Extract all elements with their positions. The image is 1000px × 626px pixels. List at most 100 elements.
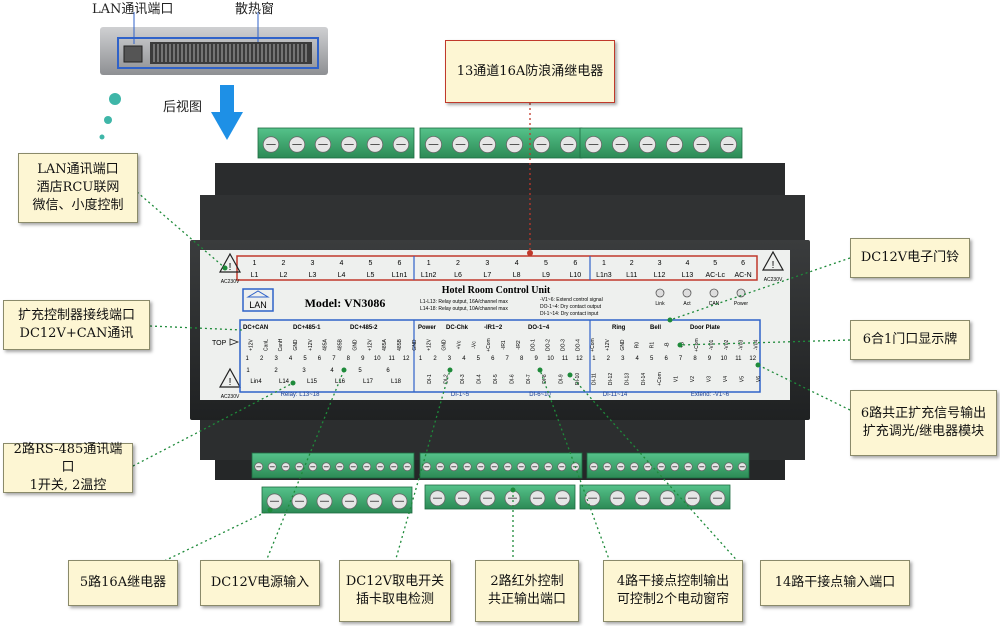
bottom-terminal-block-2 bbox=[419, 452, 583, 479]
svg-text:!: ! bbox=[772, 260, 775, 271]
mid-pin-label: DO-1 bbox=[531, 339, 537, 351]
bottom-terminal-block-4 bbox=[261, 486, 413, 514]
top-pin-number: 5 bbox=[544, 260, 548, 267]
bottom-relay-label: L18 bbox=[391, 379, 402, 385]
line-doorplate bbox=[679, 339, 851, 346]
mid-pin-number: 7 bbox=[679, 356, 683, 362]
bottom-pin-number: 4 bbox=[330, 368, 334, 374]
callout-dry14: 14路干接点输入端口 bbox=[760, 560, 910, 606]
callout-lan: LAN通讯端口 酒店RCU联网 微信、小度控制 bbox=[18, 153, 138, 223]
bottom-di-label: V1 bbox=[674, 376, 680, 382]
mid-pin-label: +Vc bbox=[456, 340, 462, 349]
led-icon bbox=[709, 288, 719, 298]
legend-left-2: L14-18: Relay output, 10A/channel max bbox=[420, 306, 508, 312]
line-dimming bbox=[757, 364, 851, 411]
callout-dry4: 4路干接点控制输出 可控制2个电动窗帘 bbox=[603, 560, 743, 622]
top-relay-label: L1n1 bbox=[392, 272, 408, 279]
line-card bbox=[394, 369, 451, 563]
top-terminal-block-1 bbox=[257, 127, 415, 159]
mid-pin-number: 8 bbox=[347, 356, 351, 362]
mid-pin-number: 4 bbox=[289, 356, 293, 362]
rear-lan-label: LAN通讯端口 bbox=[92, 2, 174, 17]
top-relay-label: L10 bbox=[569, 272, 581, 279]
mid-pin-number: 4 bbox=[462, 356, 466, 362]
top-relay-label: L6 bbox=[454, 272, 462, 279]
bottom-relay-label: L14 bbox=[279, 379, 290, 385]
top-pin-number: 2 bbox=[282, 260, 286, 267]
callout-ext-port: 扩充控制器接线端口 DC12V+CAN通讯 bbox=[3, 300, 150, 350]
top-terminal-block-2-housing bbox=[419, 127, 583, 159]
mid-pin-label: DO-4 bbox=[575, 339, 581, 351]
mid-pin-number: 7 bbox=[506, 356, 510, 362]
mid-pin-label: -IR2 bbox=[516, 340, 522, 350]
top-pin-number: 2 bbox=[630, 260, 634, 267]
mid-pin-number: 2 bbox=[260, 356, 264, 362]
bottom-terminal-block-3-housing bbox=[586, 452, 750, 479]
bottom-terminal-block-6-housing bbox=[579, 484, 731, 510]
rear-view-caption: 后视图 bbox=[163, 100, 203, 115]
bottom-terminal-block-4-housing bbox=[261, 486, 413, 514]
mid-pin-number: 9 bbox=[534, 356, 538, 362]
down-arrow-icon bbox=[211, 85, 243, 140]
bottom-pin-number: 6 bbox=[386, 368, 390, 374]
bottom-relay-label: Lin4 bbox=[250, 379, 262, 385]
bottom-group-label: Extend: -V1~6 bbox=[691, 392, 730, 398]
legend-right-2: DO-1~4: Dry contact output bbox=[540, 304, 602, 310]
deco-dot-medium bbox=[104, 116, 112, 124]
device-title: Hotel Room Control Unit bbox=[442, 285, 551, 296]
bottom-pin-number: 1 bbox=[246, 368, 250, 374]
mid-pin-label: +Com bbox=[590, 338, 596, 351]
mid-pin-label: -V02 bbox=[724, 340, 730, 351]
warning-icon: ! AC230V bbox=[218, 252, 242, 285]
bottom-relay-label: L17 bbox=[363, 379, 374, 385]
rear-vent-label: 散热窗 bbox=[235, 2, 275, 17]
legend-left-1: L1-L13: Relay output, 16A/channel max bbox=[420, 299, 508, 305]
callout-card-switch: DC12V取电开关 插卡取电检测 bbox=[339, 560, 451, 622]
mid-pin-number: 12 bbox=[749, 356, 756, 362]
top-pin-number: 4 bbox=[340, 260, 344, 267]
legend-right-1: -V1~6: Extend control signal bbox=[540, 297, 603, 303]
top-pin-number: 2 bbox=[456, 260, 460, 267]
svg-text:!: ! bbox=[229, 262, 232, 273]
connector-dots bbox=[222, 265, 761, 513]
line-dry4 bbox=[539, 369, 611, 563]
mid-pin-number: 6 bbox=[664, 356, 668, 362]
mid-pin-label: 485B bbox=[338, 339, 344, 351]
svg-text:LAN: LAN bbox=[249, 300, 267, 310]
top-relay-label: L4 bbox=[338, 272, 346, 279]
top-pin-number: 3 bbox=[485, 260, 489, 267]
top-pin-number: 1 bbox=[427, 260, 431, 267]
mid-pin-label: 485B bbox=[397, 339, 403, 351]
mid-pin-number: 3 bbox=[274, 356, 278, 362]
top-relay-label: L5 bbox=[367, 272, 375, 279]
mid-pin-number: 1 bbox=[419, 356, 423, 362]
led-label: Act bbox=[683, 301, 691, 307]
top-relay-label: L7 bbox=[483, 272, 491, 279]
mid-pin-label: GND bbox=[620, 339, 626, 351]
bottom-terminal-block-5 bbox=[424, 484, 576, 510]
bottom-di-label: V4 bbox=[723, 376, 729, 382]
top-terminal-block-3 bbox=[579, 127, 743, 159]
mid-pin-label: -Vc bbox=[471, 341, 477, 349]
callout-dc12-power: DC12V电源输入 bbox=[200, 560, 320, 606]
bottom-di-label: V6 bbox=[756, 376, 762, 382]
mid-pin-label: +12V bbox=[308, 338, 314, 350]
top-relay-label: L11 bbox=[626, 272, 637, 279]
bottom-terminal-block-6 bbox=[579, 484, 731, 510]
bottom-terminal-blocks bbox=[251, 452, 750, 514]
bottom-terminal-block-2-housing bbox=[419, 452, 583, 479]
terminal-group-label: DC+485-1 bbox=[293, 325, 321, 331]
bottom-terminal-block-1 bbox=[251, 452, 415, 479]
mid-pin-number: 9 bbox=[708, 356, 712, 362]
legend-right-3: DI-1~14: Dry contact input bbox=[540, 311, 599, 317]
bottom-pin-number: 2 bbox=[274, 368, 278, 374]
middle-frame bbox=[239, 319, 761, 393]
callout-doorbell: DC12V电子门铃 bbox=[850, 238, 970, 278]
bottom-di-label: DI-3 bbox=[460, 374, 466, 384]
top-pin-number: 3 bbox=[311, 260, 315, 267]
mid-pin-number: 12 bbox=[576, 356, 583, 362]
rear-lan-port-icon bbox=[123, 45, 143, 63]
